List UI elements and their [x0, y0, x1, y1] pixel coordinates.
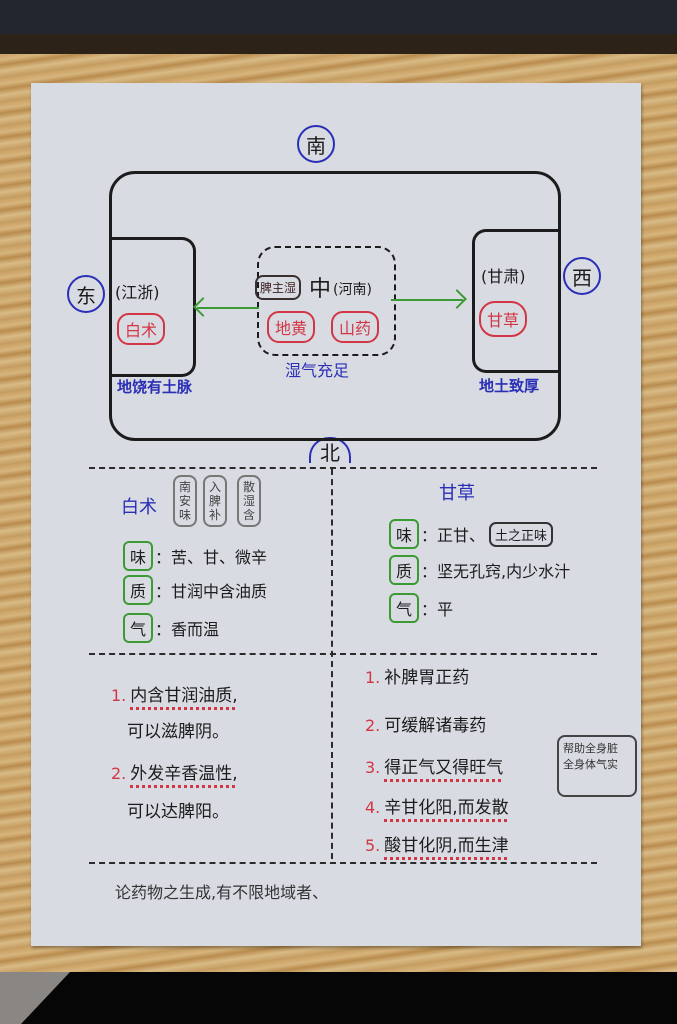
- item-text: 辛甘化阳,而发散: [384, 798, 509, 818]
- west-region-name: (甘肃): [481, 267, 526, 286]
- item-text: 得正气又得旺气: [384, 758, 504, 778]
- left-item-2-line2: 可以达脾阳。: [127, 802, 229, 822]
- direction-west: 西: [563, 257, 601, 295]
- item-text: 酸甘化阴,而生津: [384, 836, 509, 856]
- gancao-title: 甘草: [439, 483, 475, 504]
- qi-key: 气: [389, 593, 419, 623]
- item-number: 2.: [365, 716, 381, 735]
- floor-corner: [0, 972, 70, 1024]
- item-text: 可缓解诸毒药: [384, 716, 487, 736]
- spleen-damp-tag: 脾主湿: [255, 275, 302, 300]
- item-number: 5.: [365, 836, 381, 855]
- right-item-2: 2.可缓解诸毒药: [365, 711, 486, 736]
- right-item-4: 4.辛甘化阳,而发散: [365, 793, 509, 818]
- gancao-taste-row: 味：正甘、土之正味: [389, 519, 554, 549]
- item-text: 内含甘润油质,: [130, 686, 238, 706]
- divider-top: [89, 467, 597, 469]
- dark-top-edge: [0, 0, 677, 34]
- quality-key: 质: [123, 575, 153, 605]
- east-note: 地饶有土脉: [117, 378, 193, 396]
- item-number: 1.: [111, 686, 127, 705]
- right-item-5: 5.酸甘化阴,而生津: [365, 831, 509, 856]
- arrow-right-icon: [391, 299, 463, 301]
- qi-value: 香而温: [171, 620, 220, 639]
- side-note-line2: 全身体气实: [563, 758, 618, 771]
- footer-text: 论药物之生成,有不限地域者、: [115, 883, 329, 902]
- earth-taste-pill: 土之正味: [489, 521, 554, 547]
- left-item-1-line2: 可以滋脾阴。: [127, 722, 229, 742]
- taste-key: 味: [123, 541, 153, 571]
- east-region-box: [109, 237, 196, 377]
- gancao-qi-row: 气：平: [389, 593, 453, 623]
- side-note-line1: 帮助全身脏: [563, 742, 618, 755]
- divider-middle: [89, 653, 597, 655]
- divider-vertical: [331, 469, 333, 859]
- item-text: 补脾胃正药: [384, 668, 470, 688]
- left-item-1-line1: 1.内含甘润油质,: [111, 681, 238, 706]
- baizhu-taste-row: 味：苦、甘、微辛: [123, 541, 267, 571]
- china-map-box: [109, 171, 561, 441]
- taste-value: 苦、甘、微辛: [171, 548, 268, 567]
- qi-value: 平: [437, 600, 454, 619]
- item-number: 4.: [365, 798, 381, 817]
- east-label: 东: [76, 283, 96, 308]
- tag-ru-pi: 入脾补: [203, 475, 227, 527]
- quality-value: 甘润中含油质: [171, 582, 268, 601]
- side-note-box: 帮助全身脏 全身体气实: [557, 735, 637, 797]
- herb-gancao-west: 甘草: [479, 301, 528, 337]
- taste-key: 味: [389, 519, 419, 549]
- right-item-3: 3.得正气又得旺气: [365, 753, 503, 778]
- west-note: 地土致厚: [479, 377, 540, 395]
- herb-baizhu-east: 白术: [117, 313, 166, 345]
- item-number: 2.: [111, 764, 127, 783]
- item-number: 3.: [365, 758, 381, 777]
- baizhu-quality-row: 质：甘润中含油质: [123, 575, 267, 605]
- note-paper: 南 东 西 北 (江浙) 白术 地饶有土脉 脾主湿 中 (河南) 地黄 山药 湿…: [31, 83, 641, 946]
- quality-value: 坚无孔窍,内少水汁: [437, 562, 571, 581]
- center-label: 中: [309, 277, 332, 302]
- direction-east: 东: [67, 275, 105, 313]
- west-label: 西: [572, 265, 592, 290]
- dark-floor: [0, 972, 677, 1024]
- arrow-left-icon: [197, 307, 259, 309]
- herb-shanyao: 山药: [331, 311, 380, 343]
- center-region-name: (河南): [333, 282, 372, 298]
- qi-key: 气: [123, 613, 153, 643]
- east-region-name: (江浙): [115, 283, 160, 302]
- gancao-quality-row: 质：坚无孔窍,内少水汁: [389, 555, 570, 585]
- item-text: 外发辛香温性,: [130, 764, 238, 784]
- desk-edge-shadow: [0, 34, 677, 54]
- tag-nan-an: 南安味: [173, 475, 197, 527]
- left-item-2-line1: 2.外发辛香温性,: [111, 759, 238, 784]
- taste-value: 正甘、: [437, 526, 486, 545]
- divider-bottom: [89, 862, 597, 864]
- right-item-1: 1.补脾胃正药: [365, 663, 469, 688]
- west-region-box: [472, 229, 559, 373]
- herb-dihuang: 地黄: [267, 311, 316, 343]
- north-label: 北: [320, 440, 340, 465]
- center-note: 湿气充足: [285, 361, 350, 380]
- baizhu-title: 白术: [121, 497, 157, 518]
- tag-san-shi: 散湿含: [237, 475, 261, 527]
- center-region-box: [257, 246, 396, 356]
- direction-south: 南: [297, 125, 335, 163]
- quality-key: 质: [389, 555, 419, 585]
- item-number: 1.: [365, 668, 381, 687]
- south-label: 南: [306, 133, 326, 158]
- baizhu-qi-row: 气：香而温: [123, 613, 219, 643]
